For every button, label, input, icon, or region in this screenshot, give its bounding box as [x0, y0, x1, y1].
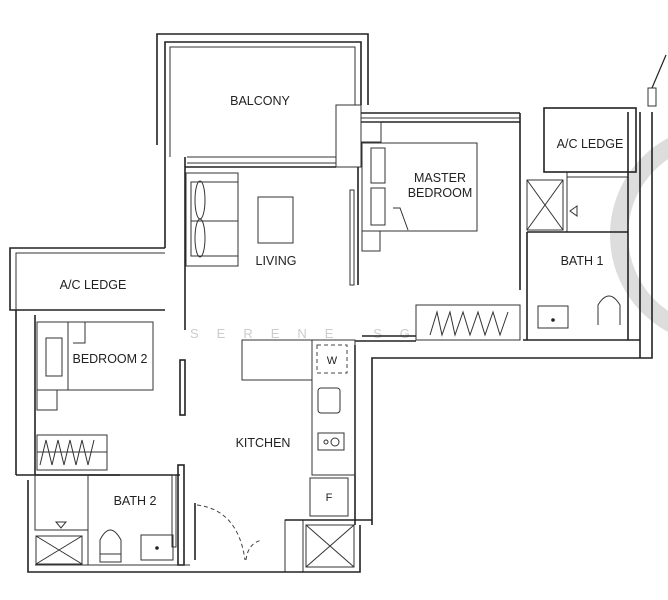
living: LIVING: [164, 157, 359, 330]
room-label-bath-2: BATH 2: [114, 494, 157, 508]
room-label-living: LIVING: [256, 254, 297, 268]
fridge-label: F: [326, 492, 333, 504]
room-label-master-bedroom-2: BEDROOM: [408, 186, 473, 200]
room-label-master-bedroom-1: MASTER: [414, 171, 466, 185]
bath-2-area: BATH 2: [16, 464, 185, 566]
room-label-ac-ledge-right: A/C LEDGE: [557, 137, 624, 151]
room-label-bath-1: BATH 1: [561, 254, 604, 268]
pointer-arrow: [651, 54, 667, 89]
room-label-balcony: BALCONY: [230, 94, 290, 108]
balcony: BALCONY: [156, 33, 369, 168]
bath-1-area: A/C LEDGE BATH 1: [523, 107, 641, 358]
room-label-kitchen: KITCHEN: [236, 436, 291, 450]
kitchen: W F KITCHEN: [194, 339, 372, 573]
room-label-bedroom-2: BEDROOM 2: [72, 352, 147, 366]
washer-label: W: [327, 355, 338, 367]
watermark: SERENE SG: [190, 326, 428, 341]
master-bedroom: MASTER BEDROOM: [360, 112, 521, 341]
bedroom-2-area: BEDROOM 2 A/C LEDGE: [9, 247, 186, 475]
room-label-ac-ledge-left: A/C LEDGE: [60, 278, 127, 292]
